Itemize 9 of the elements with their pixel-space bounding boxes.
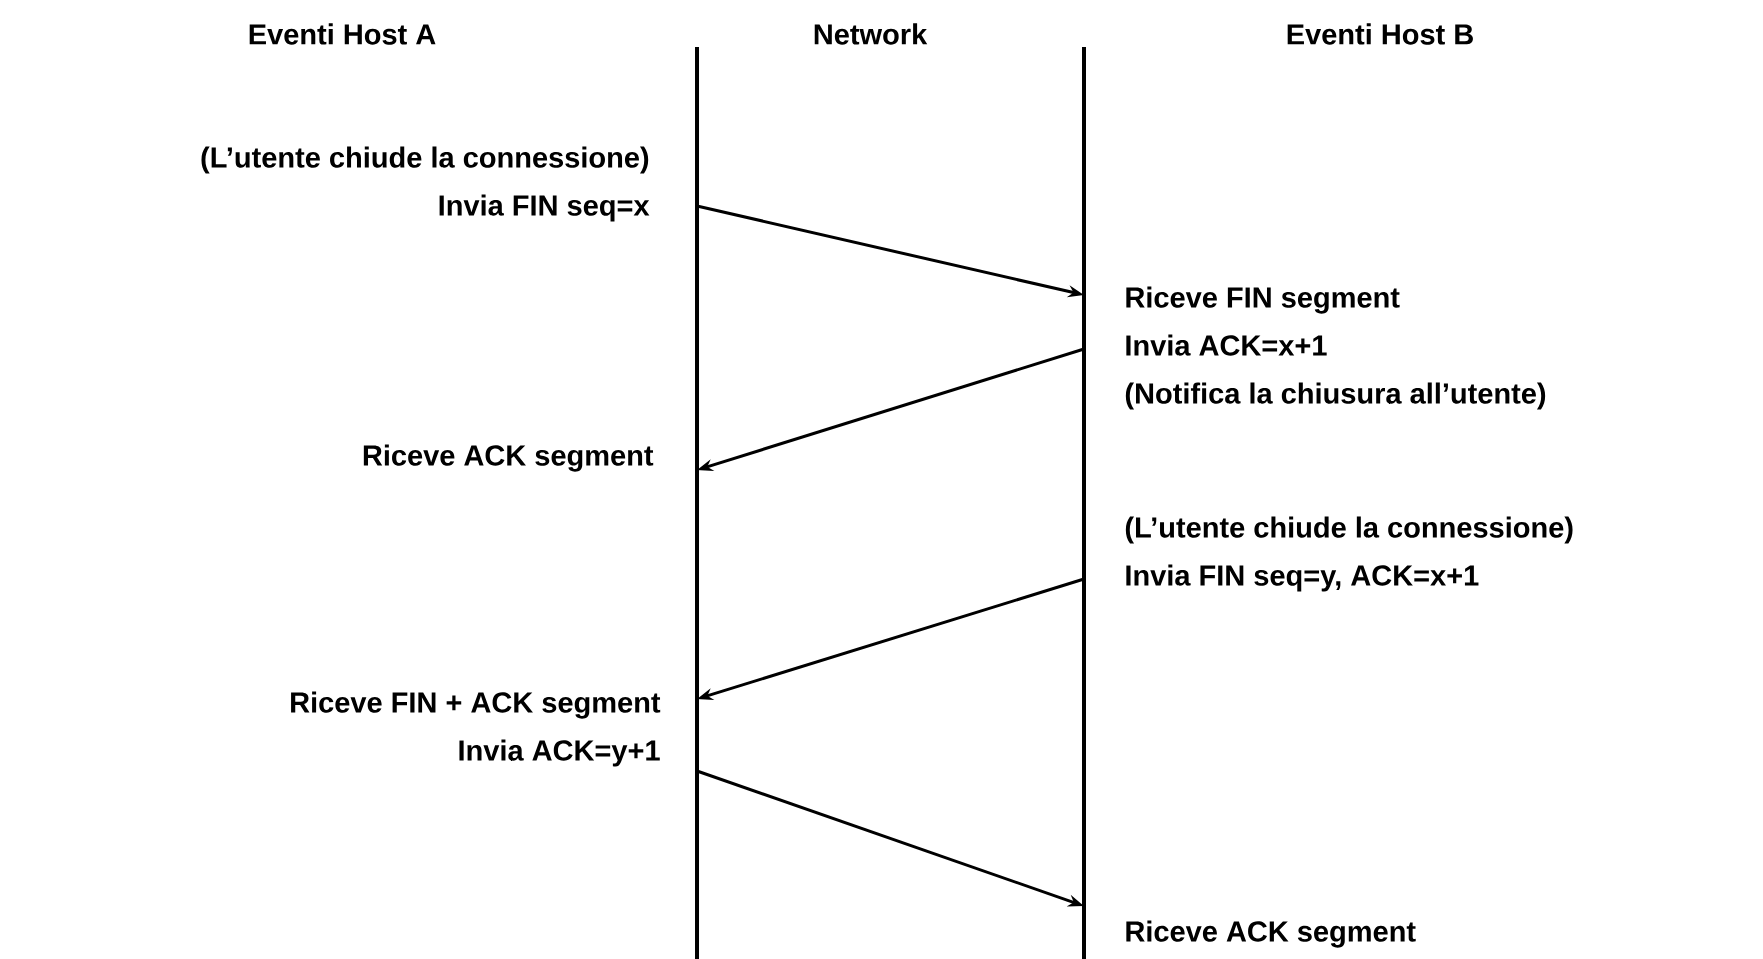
- column-header: Eventi Host A: [249, 23, 436, 45]
- event-text: (L’utente chiude la connessione) Invia FIN seq=y, ACK=x+1: [1125, 516, 1573, 592]
- event-text: Riceve ACK segment: [363, 444, 654, 472]
- event-text: (L’utente chiude la connessione) Invia FIN seq=x: [201, 146, 650, 222]
- event-text: Riceve FIN segment Invia ACK=x+1 (Notifica la chiusura all’utente): [1125, 286, 1546, 410]
- event-text: Riceve ACK segment: [1126, 920, 1416, 948]
- event-text: Riceve FIN + ACK segment Invia ACK=y+1: [291, 691, 661, 767]
- column-header: Eventi Host B: [1287, 23, 1473, 45]
- column-header: Network: [814, 23, 928, 45]
